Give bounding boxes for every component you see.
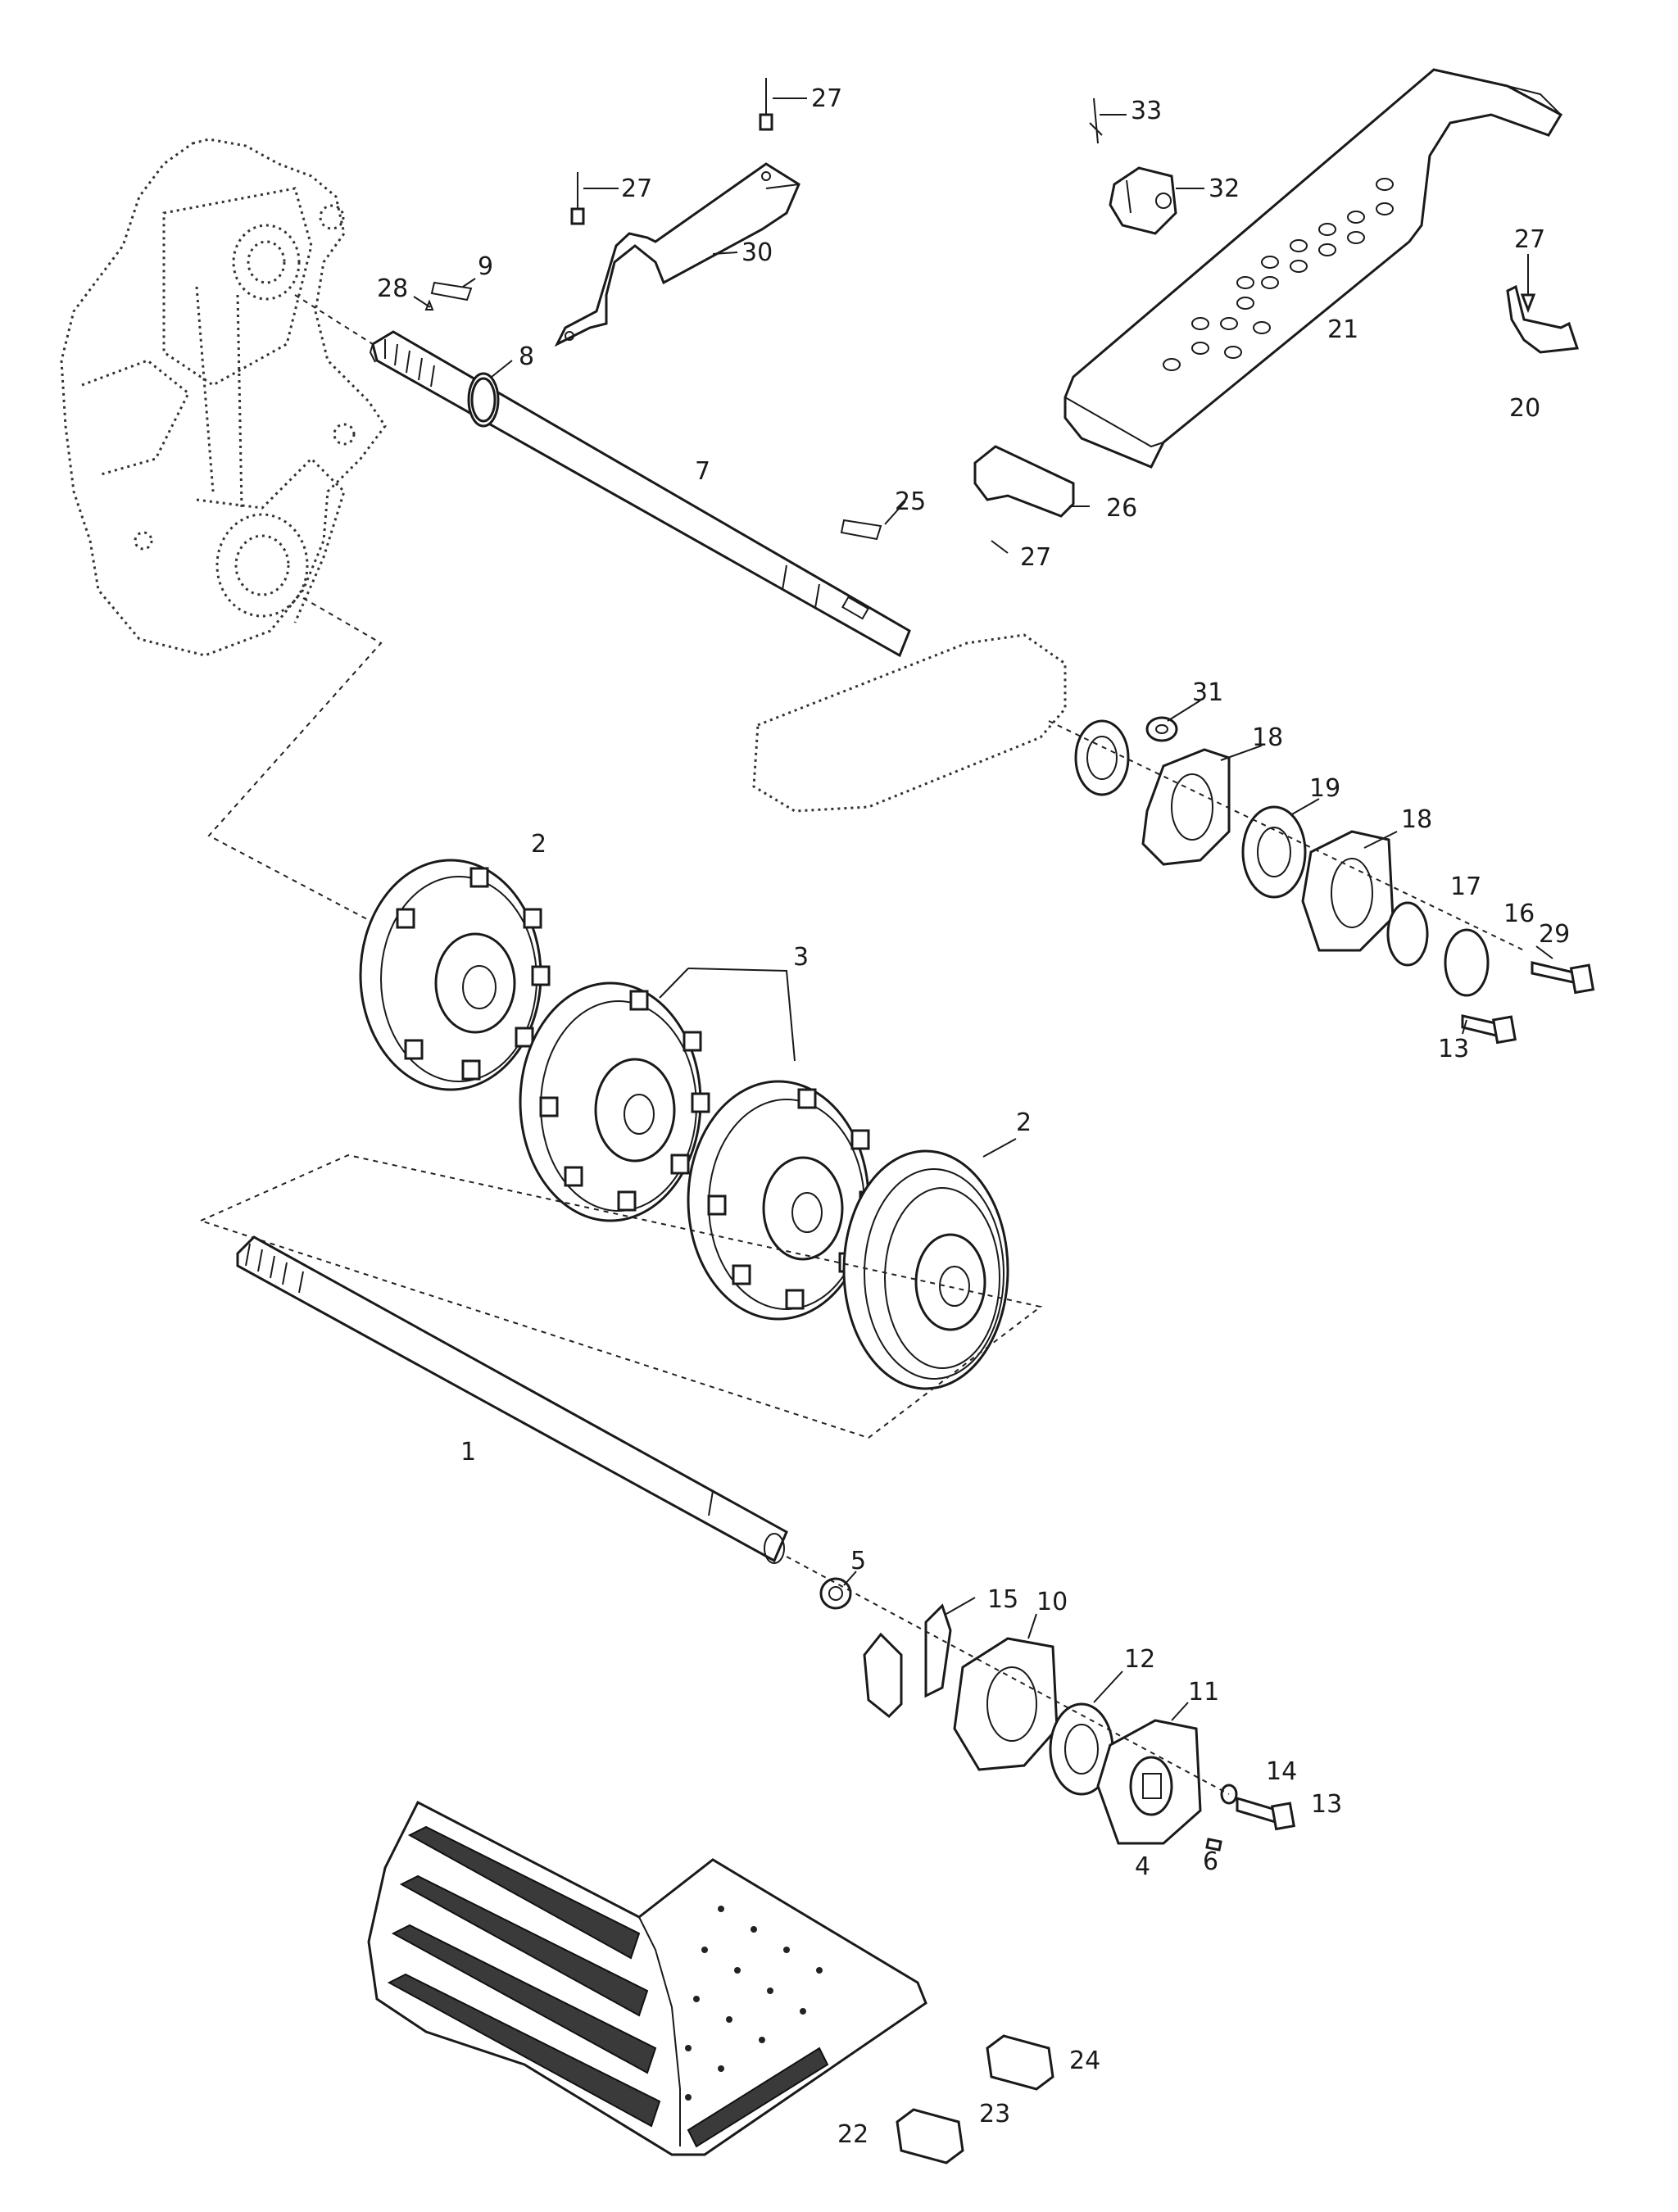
callout-28: 28	[377, 274, 408, 303]
sprocket-2-right	[842, 1149, 1009, 1390]
callout-25: 25	[895, 487, 926, 516]
callout-7: 7	[695, 457, 710, 486]
callout-1: 1	[460, 1438, 476, 1466]
washer-16	[1444, 928, 1490, 997]
bolt-29	[1531, 961, 1595, 995]
bracket-30	[554, 162, 800, 347]
upper-shaft-centerline	[294, 294, 374, 345]
callout-18-a: 18	[1252, 723, 1283, 752]
callout-23: 23	[979, 2100, 1010, 2128]
callout-27-a: 27	[811, 84, 842, 113]
tunnel-holes	[1163, 178, 1394, 371]
lower-drive-shaft	[236, 1235, 788, 1564]
callout-5: 5	[850, 1547, 866, 1575]
callout-19: 19	[1309, 774, 1340, 803]
connection-line-gearcase	[207, 597, 427, 951]
clip-15	[863, 1603, 952, 1719]
callout-32: 32	[1209, 175, 1240, 203]
bolt-27-b	[570, 172, 585, 225]
callout-14: 14	[1266, 1757, 1297, 1786]
callout-3: 3	[793, 943, 809, 972]
flange-plate-10	[953, 1637, 1059, 1771]
callout-13-lower: 13	[1311, 1790, 1342, 1819]
bracket-26	[973, 445, 1075, 518]
bearing-upper	[1074, 719, 1130, 796]
callout-30: 30	[741, 238, 773, 267]
callout-18-b: 18	[1401, 805, 1432, 834]
callout-27-d: 27	[1020, 543, 1051, 572]
callout-9: 9	[478, 252, 493, 281]
callout-2-right: 2	[1016, 1108, 1032, 1137]
bolt-13-upper	[1461, 1014, 1517, 1045]
screw-33	[1089, 97, 1103, 144]
callout-4: 4	[1135, 1852, 1150, 1881]
callout-15: 15	[987, 1585, 1018, 1614]
flange-plate-18-b	[1301, 830, 1395, 952]
callout-12: 12	[1124, 1645, 1155, 1674]
clamp-32	[1109, 166, 1177, 235]
bearing-19	[1241, 805, 1307, 899]
bolt-27-d	[991, 540, 1009, 554]
gearcase-housing	[60, 138, 387, 657]
bolt-27-a	[759, 78, 773, 131]
callout-27-c: 27	[1514, 225, 1545, 254]
mount-outline	[752, 633, 1067, 813]
callout-24: 24	[1069, 2047, 1100, 2075]
callout-20: 20	[1509, 394, 1540, 423]
slide-clip-24	[986, 2034, 1054, 2091]
nut-31	[1145, 716, 1178, 742]
track-holes	[685, 1906, 823, 2101]
callout-17: 17	[1450, 873, 1481, 901]
spacer-ring	[470, 377, 497, 423]
callout-26: 26	[1106, 494, 1137, 523]
callout-2-left: 2	[531, 830, 546, 859]
sprocket-2-left	[359, 859, 551, 1091]
bolt-13-lower	[1236, 1796, 1295, 1831]
flange-plate-11	[1096, 1719, 1202, 1845]
callout-11: 11	[1188, 1678, 1219, 1707]
callout-13-upper: 13	[1438, 1035, 1469, 1063]
callout-labels: 1 2 2 3 4 5 6 7 8 9 10 11 12 13 13 14 15…	[377, 84, 1570, 2149]
callout-22: 22	[837, 2120, 868, 2149]
clip-20	[1506, 284, 1580, 354]
callout-6: 6	[1203, 1847, 1218, 1876]
bearing-12	[1049, 1702, 1114, 1796]
key-25	[840, 519, 882, 541]
washer-17	[1386, 901, 1429, 967]
tunnel-plate	[1063, 68, 1563, 469]
slide-clip-23	[896, 2108, 964, 2164]
callout-10: 10	[1036, 1588, 1068, 1616]
callout-31: 31	[1192, 678, 1223, 707]
bolt-27-c	[1520, 254, 1536, 314]
pin-6	[1205, 1838, 1222, 1852]
callout-16: 16	[1503, 900, 1535, 928]
upper-drive-shaft	[369, 330, 911, 658]
callout-33: 33	[1131, 97, 1162, 125]
track-22	[367, 1800, 927, 2156]
woodruff-key	[430, 281, 473, 301]
flange-plate-18-a	[1141, 748, 1231, 866]
callout-8: 8	[519, 342, 534, 371]
leader-lines	[413, 97, 1553, 1721]
callout-27-b: 27	[621, 175, 652, 203]
callout-21: 21	[1327, 315, 1358, 344]
callout-29: 29	[1539, 920, 1570, 949]
lower-group-outline	[200, 1154, 1043, 1439]
sprocket-3-a	[519, 981, 710, 1222]
